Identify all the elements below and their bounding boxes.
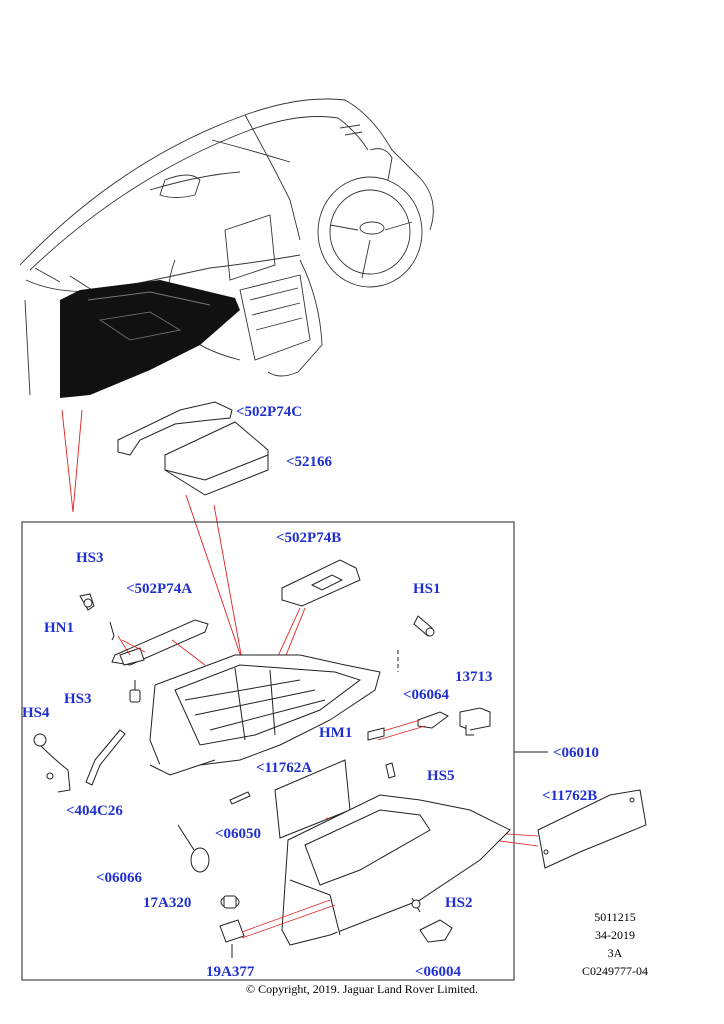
harness-404C26 <box>33 729 126 793</box>
damper-06066 <box>177 824 210 873</box>
callout-06066[interactable]: <06066 <box>96 870 143 886</box>
callout-502P74A[interactable]: <502P74A <box>126 581 193 597</box>
fastener-hs1 <box>397 615 435 672</box>
glovebox-housing <box>149 654 381 776</box>
fastener-hs5 <box>385 762 396 779</box>
ref-code-3: 3A <box>607 946 623 960</box>
callout-06010[interactable]: <06010 <box>553 745 600 761</box>
callout-17A320[interactable]: 17A320 <box>143 895 192 911</box>
handle-06004 <box>411 897 453 943</box>
bracket-502P74C <box>117 401 233 456</box>
highlighted-glovebox <box>60 280 240 398</box>
callout-06064[interactable]: <06064 <box>403 687 450 703</box>
lamp-19A377 <box>219 919 245 958</box>
callout-11762B[interactable]: <11762B <box>542 788 598 804</box>
callout-HS3[interactable]: HS3 <box>76 550 104 566</box>
ref-code-2: 34-2019 <box>595 928 635 942</box>
lining-11762B <box>537 789 647 869</box>
leaders-left <box>117 635 206 666</box>
bracket-502P74A <box>111 619 209 666</box>
pin-06050 <box>229 791 251 805</box>
fastener-hm1 <box>367 727 385 741</box>
leaders-dash-to-frame <box>61 409 83 513</box>
glovebox-bin <box>281 794 511 946</box>
callout-502P74C[interactable]: <502P74C <box>236 404 303 420</box>
callout-19A377[interactable]: 19A377 <box>206 964 255 980</box>
callout-HS2[interactable]: HS2 <box>445 895 473 911</box>
callout-HS5[interactable]: HS5 <box>427 768 455 784</box>
cover-52166 <box>164 421 269 496</box>
group-frame <box>21 521 515 981</box>
latch-13713 <box>459 707 491 736</box>
callout-06050[interactable]: <06050 <box>215 826 262 842</box>
callout-13713[interactable]: 13713 <box>455 669 493 685</box>
callout-11762A[interactable]: <11762A <box>256 760 313 776</box>
fastener-hs3-lower <box>129 680 141 703</box>
callout-06004[interactable]: <06004 <box>415 964 462 980</box>
hinge-06064 <box>417 711 449 729</box>
copyright: © Copyright, 2019. Jaguar Land Rover Lim… <box>245 982 479 996</box>
callout-HN1[interactable]: HN1 <box>44 620 74 636</box>
leaders-19A377 <box>241 899 336 939</box>
ref-code-4: C0249777-04 <box>582 964 648 978</box>
callout-502P74B[interactable]: <502P74B <box>276 530 342 546</box>
callout-HS4[interactable]: HS4 <box>22 705 50 721</box>
callout-52166[interactable]: <52166 <box>286 454 333 470</box>
callout-HS3-lower[interactable]: HS3 <box>64 691 92 707</box>
callout-HS1[interactable]: HS1 <box>413 581 441 597</box>
bracket-502P74B <box>281 559 361 607</box>
ref-code-1: 5011215 <box>594 910 636 924</box>
leaders-hm1 <box>377 719 426 741</box>
switch-17A320 <box>220 895 240 909</box>
callout-404C26[interactable]: <404C26 <box>66 803 123 819</box>
fastener-hs3-top <box>79 593 115 641</box>
callout-HM1[interactable]: HM1 <box>319 725 353 741</box>
